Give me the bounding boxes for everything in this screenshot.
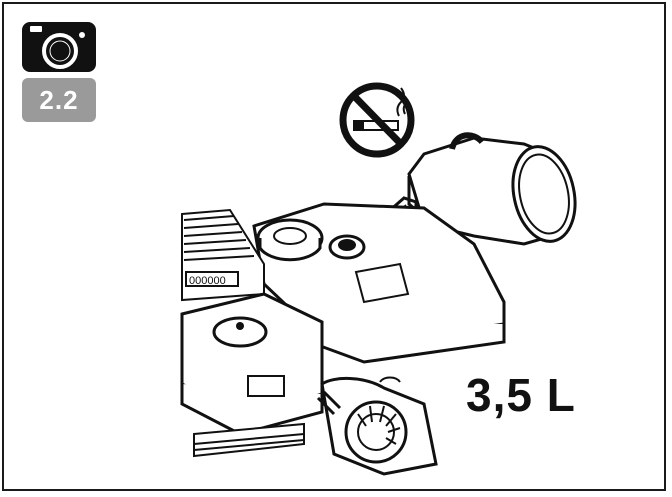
no-smoking-icon xyxy=(339,82,415,158)
step-number-badge: 2.2 xyxy=(22,78,96,122)
fuel-refill-illustration: 000000 xyxy=(180,82,577,476)
fuel-can-icon xyxy=(353,132,577,256)
svg-text:000000: 000000 xyxy=(189,275,226,287)
engine-fuel-tank-icon: 000000 xyxy=(180,202,506,476)
camera-icon xyxy=(22,22,96,72)
illustration-frame: 2.2 xyxy=(2,2,666,491)
fuel-volume-label: 3,5 L xyxy=(466,369,576,421)
